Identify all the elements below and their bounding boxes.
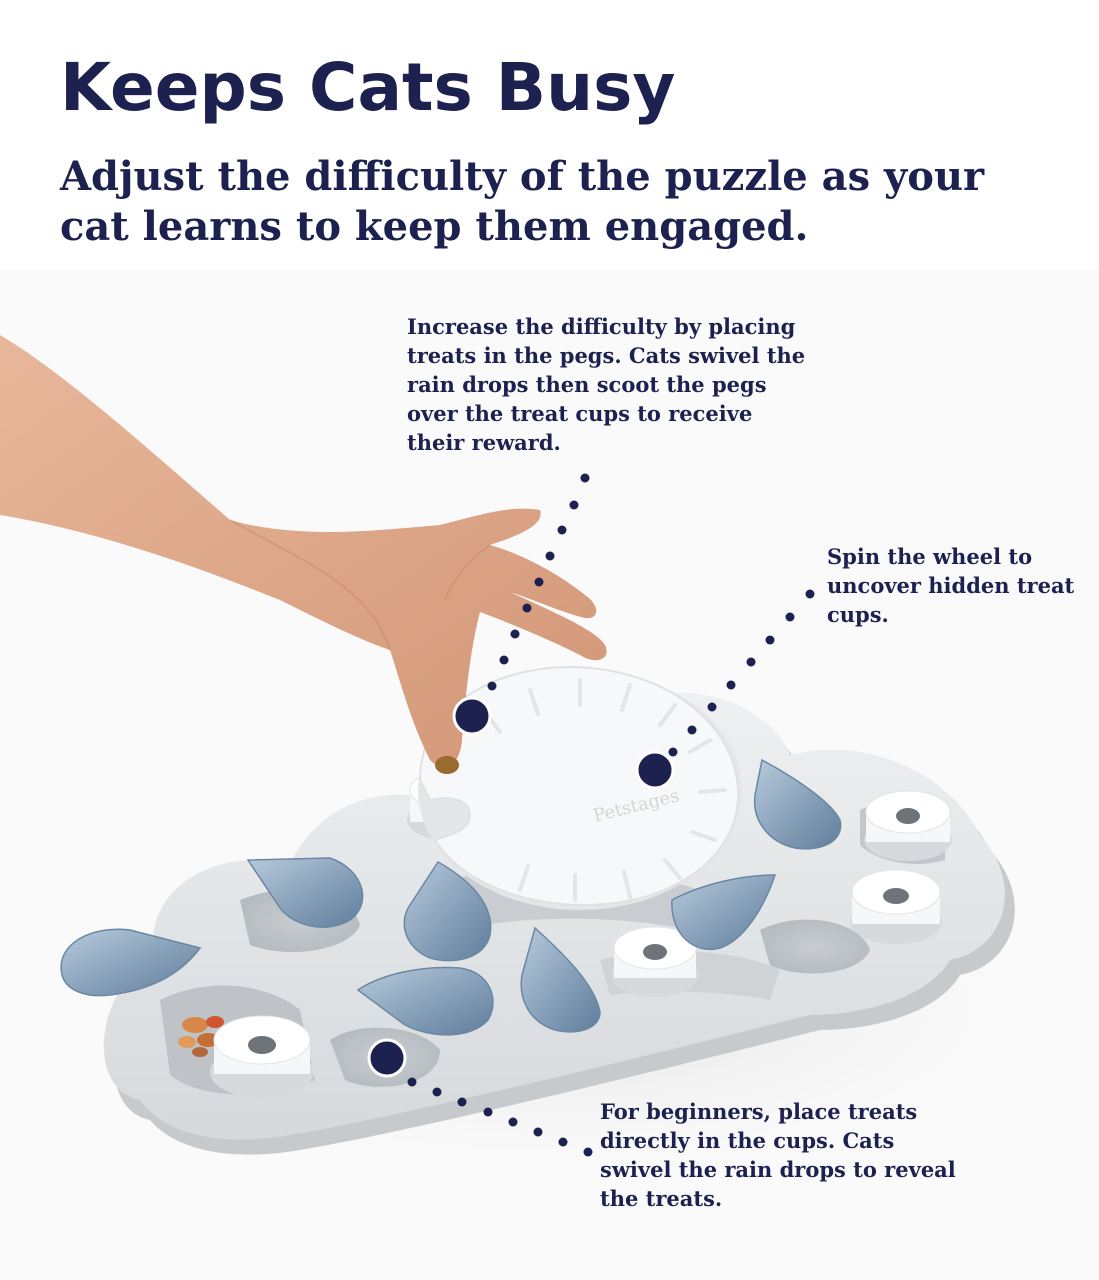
page-subtitle: Adjust the difficulty of the puzzle as y… [60, 153, 985, 250]
peg-right-lower [850, 869, 942, 944]
rain-drop [403, 861, 492, 962]
treat-in-fingers [435, 756, 459, 774]
page-title: Keeps Cats Busy [60, 49, 676, 126]
marker-cups [367, 1038, 407, 1078]
rain-drop [753, 758, 842, 850]
peg-right-upper [864, 790, 952, 861]
peg-front-left [210, 1015, 314, 1098]
rain-drop [671, 874, 777, 951]
rain-drop [356, 966, 494, 1036]
rain-drop [246, 857, 364, 928]
callout-cups: For beginners, place treats directly in … [600, 1099, 956, 1211]
spin-wheel: Petstages [418, 666, 742, 910]
marker-wheel [635, 750, 675, 790]
rain-drops [60, 758, 842, 1036]
peg-middle [611, 926, 699, 997]
callout-wheel: Spin the wheel to uncover hidden treat c… [827, 544, 1075, 627]
marker-pegs [452, 696, 492, 736]
callout-leaders [407, 473, 815, 1157]
callout-pegs: Increase the difficulty by placing treat… [407, 314, 806, 455]
callout-markers [367, 696, 675, 1078]
rain-drop [520, 926, 601, 1033]
hand [0, 335, 607, 774]
rain-drop [60, 928, 202, 997]
treats [178, 1016, 224, 1057]
